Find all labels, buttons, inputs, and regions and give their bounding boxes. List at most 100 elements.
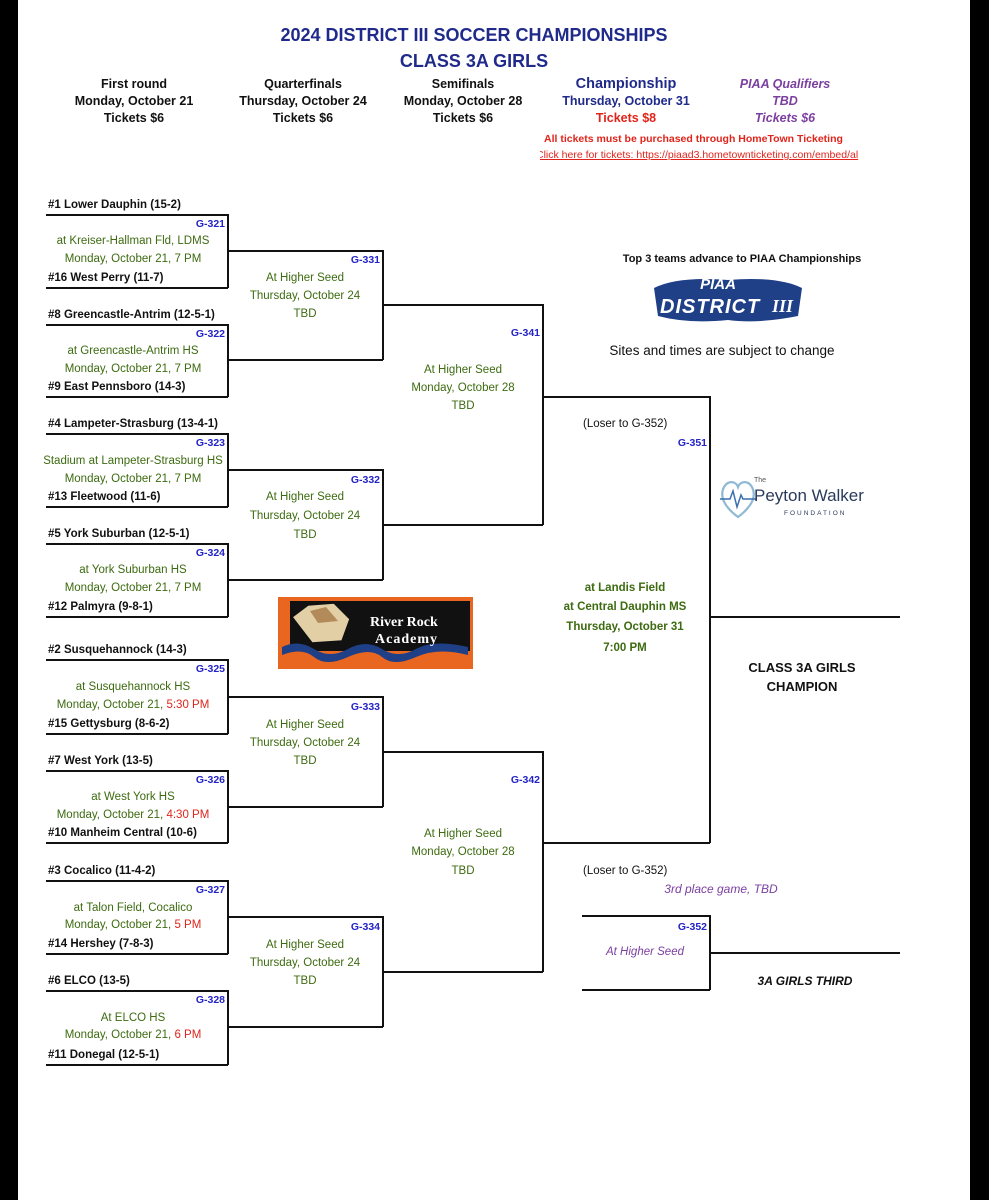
- round-name-first: First round: [101, 77, 167, 91]
- champ-time: 7:00 PM: [603, 642, 647, 654]
- qf-time: TBD: [293, 975, 317, 987]
- venue-date: Monday, October 21, 7 PM: [64, 473, 202, 485]
- qf-date: Thursday, October 24: [249, 290, 361, 302]
- champ-date: Thursday, October 31: [566, 621, 684, 633]
- venue-date: Monday, October 21, 5 PM: [64, 919, 202, 931]
- champ-site-2: at Central Dauphin MS: [563, 601, 687, 613]
- peyton-walker-logo: The Peyton Walker FOUNDATION: [718, 474, 864, 524]
- game-code: G-328: [195, 994, 225, 1006]
- qf-date: Thursday, October 24: [249, 510, 361, 522]
- round-date-quarterfinals: Thursday, October 24: [239, 94, 367, 108]
- venue-date: Monday, October 21, 7 PM: [64, 582, 202, 594]
- round-tickets-first: Tickets $6: [103, 111, 165, 125]
- page-title: 2024 DISTRICT III SOCCER CHAMPIONSHIPS: [280, 25, 668, 45]
- game-code: G-341: [510, 327, 540, 339]
- advance-note: Top 3 teams advance to PIAA Championship…: [622, 253, 862, 265]
- qf-time: TBD: [293, 308, 317, 320]
- river-rock-academy-logo: River Rock Academy: [278, 597, 473, 669]
- venue-site: at Susquehannock HS: [75, 681, 191, 693]
- round-date-first: Monday, October 21: [74, 94, 194, 108]
- game-code: G-326: [195, 774, 225, 786]
- qf-time: TBD: [293, 529, 317, 541]
- venue-site: at Talon Field, Cocalico: [73, 902, 193, 914]
- qf-time: TBD: [293, 755, 317, 767]
- team-gettysburg: #15 Gettysburg (8-6-2): [48, 718, 170, 730]
- team-west-york: #7 West York (13-5): [48, 755, 153, 767]
- game-code: G-321: [195, 218, 225, 230]
- loser-note: (Loser to G-352): [583, 865, 668, 877]
- venue-date: Monday, October 21, 6 PM: [64, 1029, 202, 1041]
- qf-site: At Higher Seed: [266, 272, 344, 284]
- team-susquehannock: #2 Susquehannock (14-3): [48, 644, 187, 656]
- qf-site: At Higher Seed: [266, 939, 344, 951]
- sf-site: At Higher Seed: [424, 364, 502, 376]
- venue-site: At ELCO HS: [100, 1012, 166, 1024]
- qf-site: At Higher Seed: [266, 491, 344, 503]
- champion-label: CLASS 3A GIRLS: [748, 660, 856, 675]
- team-cocalico: #3 Cocalico (11-4-2): [48, 865, 156, 877]
- game-code: G-327: [195, 884, 225, 896]
- change-note: Sites and times are subject to change: [609, 343, 835, 358]
- sf-time: TBD: [451, 400, 475, 412]
- round-date-qualifiers: TBD: [772, 94, 798, 108]
- game-code: G-331: [350, 254, 380, 266]
- piaa-district-logo: PIAA DISTRICT III: [648, 276, 808, 324]
- venue-date: Monday, October 21, 7 PM: [64, 253, 202, 265]
- qf-date: Thursday, October 24: [249, 957, 361, 969]
- venue-date: Monday, October 21, 4:30 PM: [56, 809, 210, 821]
- round-tickets-quarterfinals: Tickets $6: [272, 111, 334, 125]
- qf-date: Thursday, October 24: [249, 737, 361, 749]
- team-fleetwood: #13 Fleetwood (11-6): [48, 491, 161, 503]
- team-elco: #6 ELCO (13-5): [48, 975, 130, 987]
- team-hershey: #14 Hershey (7-8-3): [48, 938, 154, 950]
- game-code: G-333: [350, 701, 380, 713]
- venue-site: at West York HS: [91, 791, 175, 803]
- loser-note: (Loser to G-352): [583, 418, 668, 430]
- sf-time: TBD: [451, 865, 475, 877]
- game-code: G-351: [677, 437, 707, 449]
- sf-site: At Higher Seed: [424, 828, 502, 840]
- game-code: G-342: [510, 774, 540, 786]
- sf-date: Monday, October 28: [411, 846, 515, 858]
- ticket-notice: All tickets must be purchased through Ho…: [544, 133, 843, 145]
- round-date-semifinals: Monday, October 28: [403, 94, 523, 108]
- team-york-suburban: #5 York Suburban (12-5-1): [48, 528, 190, 540]
- sf-date: Monday, October 28: [411, 382, 515, 394]
- game-code: G-323: [195, 437, 225, 449]
- team-greencastle-antrim: #8 Greencastle-Antrim (12-5-1): [48, 309, 215, 321]
- ticket-link[interactable]: Click here for tickets: https://piaad3.h…: [540, 149, 859, 161]
- round-name-semifinals: Semifinals: [431, 77, 495, 91]
- team-palmyra: #12 Palmyra (9-8-1): [48, 601, 153, 613]
- team-donegal: #11 Donegal (12-5-1): [48, 1049, 160, 1061]
- team-west-perry: #16 West Perry (11-7): [48, 272, 164, 284]
- team-lampeter-strasburg: #4 Lampeter-Strasburg (13-4-1): [48, 418, 218, 430]
- game-code: G-325: [195, 663, 225, 675]
- round-date-championship: Thursday, October 31: [562, 94, 690, 108]
- team-manheim-central: #10 Manheim Central (10-6): [48, 827, 197, 839]
- round-tickets-semifinals: Tickets $6: [432, 111, 494, 125]
- round-tickets-championship: Tickets $8: [595, 111, 657, 125]
- venue-date: Monday, October 21, 5:30 PM: [56, 699, 210, 711]
- venue-site: Stadium at Lampeter-Strasburg HS: [43, 455, 223, 467]
- venue-site: at Greencastle-Antrim HS: [67, 345, 199, 357]
- venue-site: at York Suburban HS: [79, 564, 187, 576]
- third-place-label: 3rd place game, TBD: [664, 882, 778, 896]
- team-east-pennsboro: #9 East Pennsboro (14-3): [48, 381, 186, 393]
- bracket-sheet: 2024 DISTRICT III SOCCER CHAMPIONSHIPS C…: [18, 0, 970, 1200]
- game-code: G-352: [677, 921, 707, 933]
- game-code: G-324: [195, 547, 225, 559]
- round-name-qualifiers: PIAA Qualifiers: [739, 77, 831, 91]
- venue-site: at Kreiser-Hallman Fld, LDMS: [56, 235, 210, 247]
- game-code: G-322: [195, 328, 225, 340]
- team-lower-dauphin: #1 Lower Dauphin (15-2): [48, 199, 181, 211]
- champ-site: at Landis Field: [584, 582, 666, 594]
- third-place-site: At Higher Seed: [606, 946, 684, 958]
- qf-site: At Higher Seed: [266, 719, 344, 731]
- game-code: G-334: [350, 921, 380, 933]
- third-result-label: 3A GIRLS THIRD: [757, 974, 853, 988]
- game-code: G-332: [350, 474, 380, 486]
- venue-date: Monday, October 21, 7 PM: [64, 363, 202, 375]
- champion-label-2: CHAMPION: [766, 679, 838, 694]
- round-name-quarterfinals: Quarterfinals: [264, 77, 342, 91]
- round-tickets-qualifiers: Tickets $6: [754, 111, 816, 125]
